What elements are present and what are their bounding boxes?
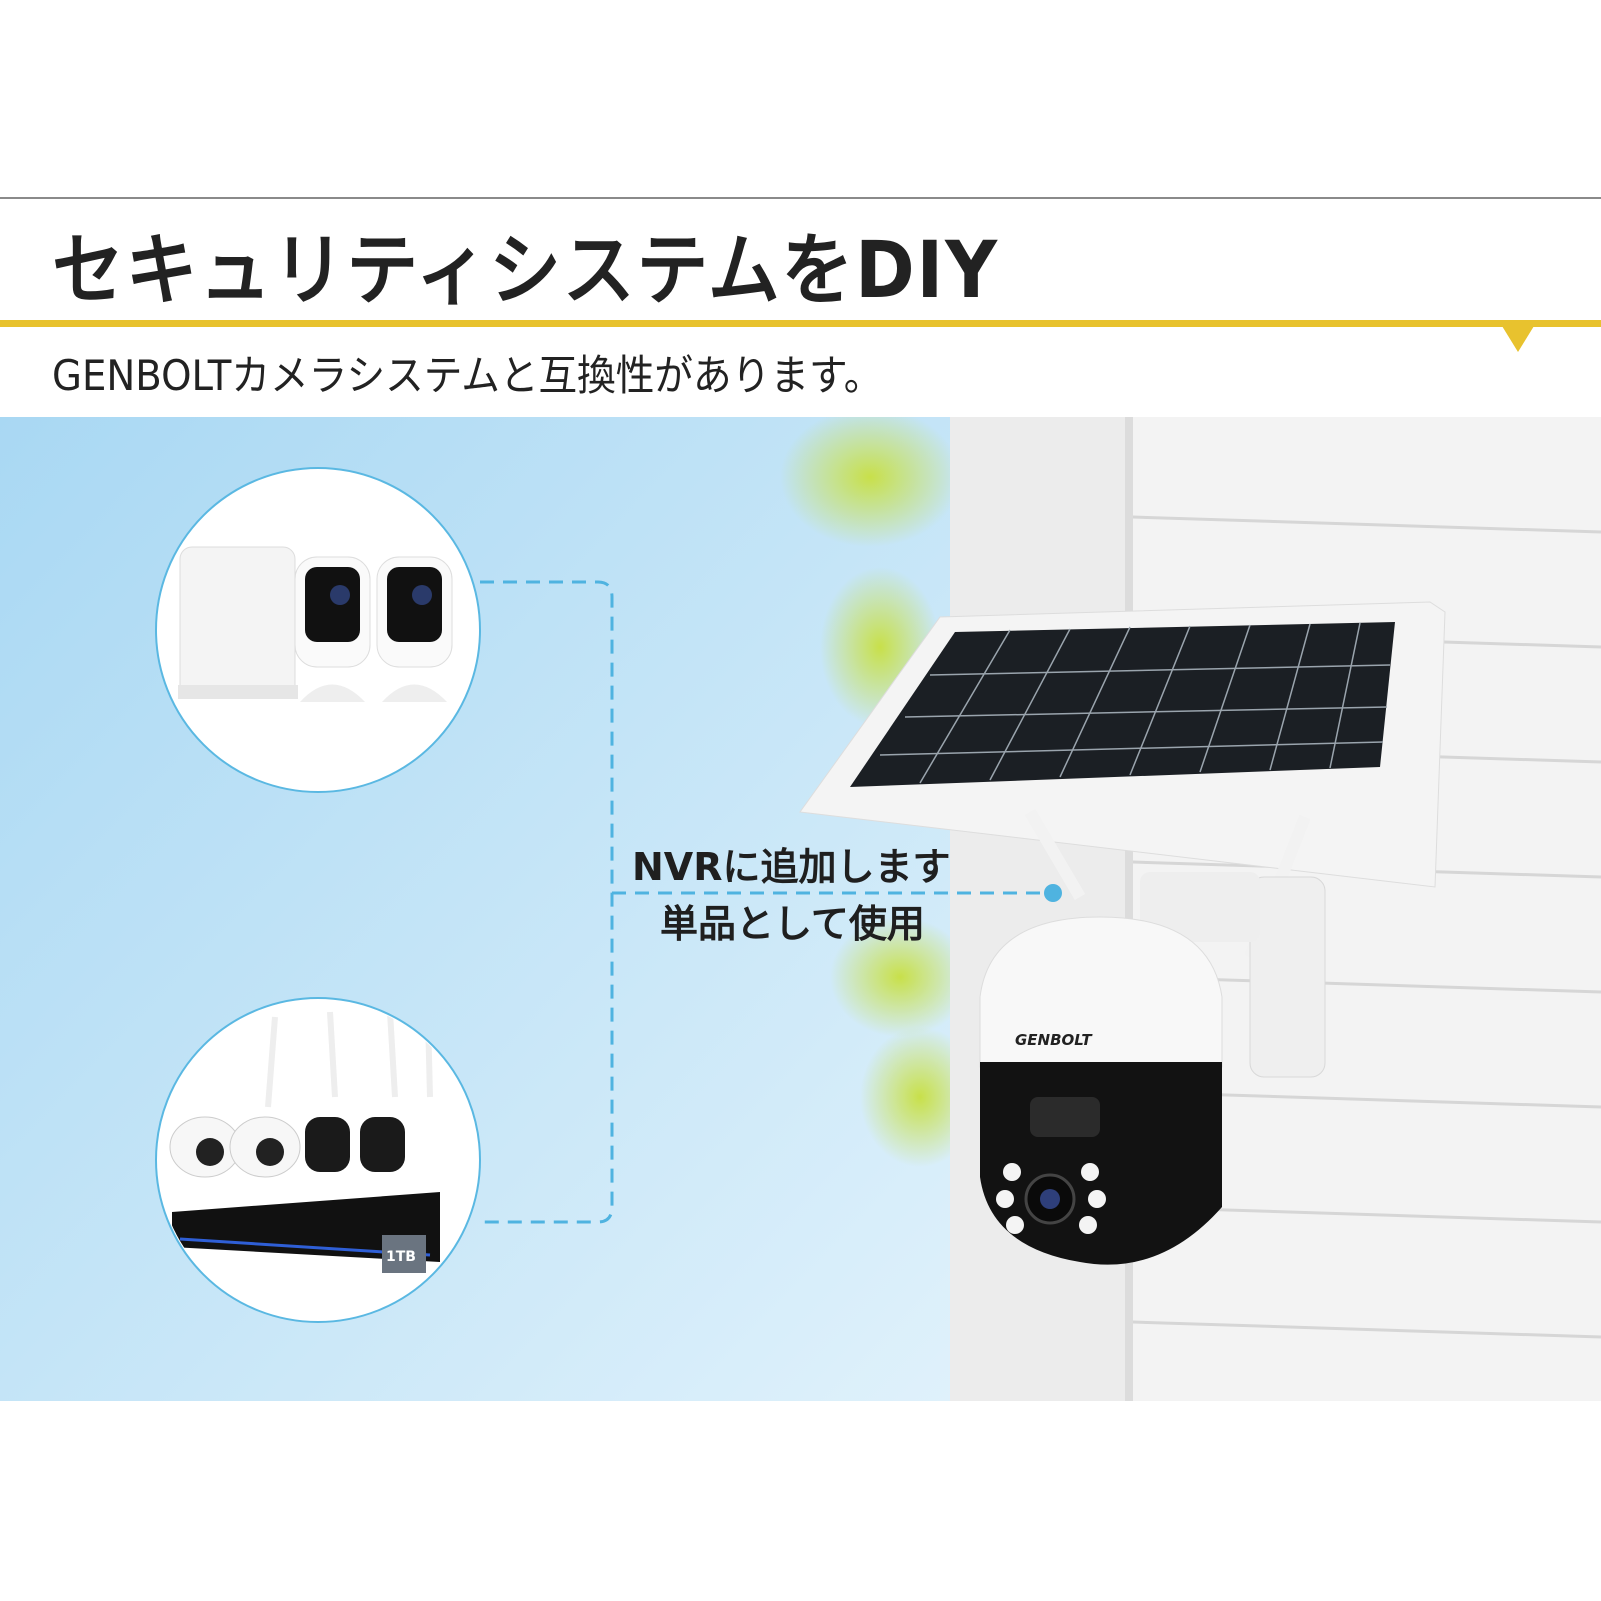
hdd-drive (382, 1235, 426, 1273)
top-divider (0, 197, 1601, 199)
standalone-use-label: 単品として使用 (660, 902, 925, 946)
divider-pointer (1502, 326, 1534, 352)
accent-divider (0, 320, 1601, 327)
page-subtitle: GENBOLTカメラシステムと互換性があります。 (52, 351, 883, 400)
hdd-label: 1TB (386, 1249, 416, 1265)
sky-background (0, 417, 950, 1401)
product-scene: GENBOLT 1TB (0, 417, 1601, 1401)
base-station-circle (155, 467, 481, 793)
nvr-add-label: NVRに追加します (632, 845, 951, 889)
connector-lines (480, 580, 1050, 1224)
page-title: セキュリティシステムをDIY (52, 226, 999, 316)
solar-camera: GENBOLT (799, 601, 1446, 1265)
connector-dot (1044, 884, 1062, 902)
nvr-kit-circle (155, 997, 481, 1323)
camera-brand: GENBOLT (1015, 1031, 1093, 1049)
